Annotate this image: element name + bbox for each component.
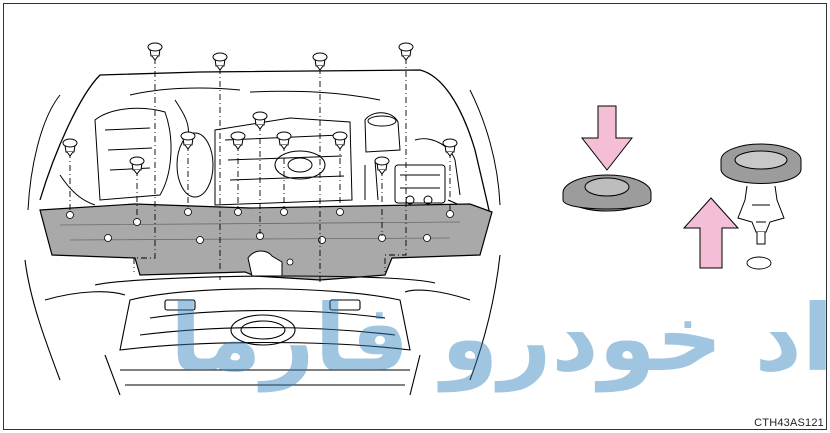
up-arrow-icon [684,198,738,268]
clip-side-view-icon [721,144,801,269]
clip-icon [231,132,245,149]
clip-icon [375,157,389,174]
push-clip-icon [563,175,651,211]
clip-icon [443,139,457,156]
clip-icon [333,132,347,149]
clip-icon [148,43,162,60]
clip-icon [213,53,227,70]
clip-icon [130,157,144,174]
clip-icon [181,132,195,149]
clip-icon [277,132,291,149]
engine-bay-illustration [28,70,500,215]
clip-icon [313,53,327,70]
clip-icon [399,43,413,60]
clip-icon [253,112,267,129]
down-arrow-icon [582,106,632,170]
clip-icon [63,139,77,156]
front-grille [25,255,500,395]
figure-caption-code: CTH43AS121 [754,417,824,429]
